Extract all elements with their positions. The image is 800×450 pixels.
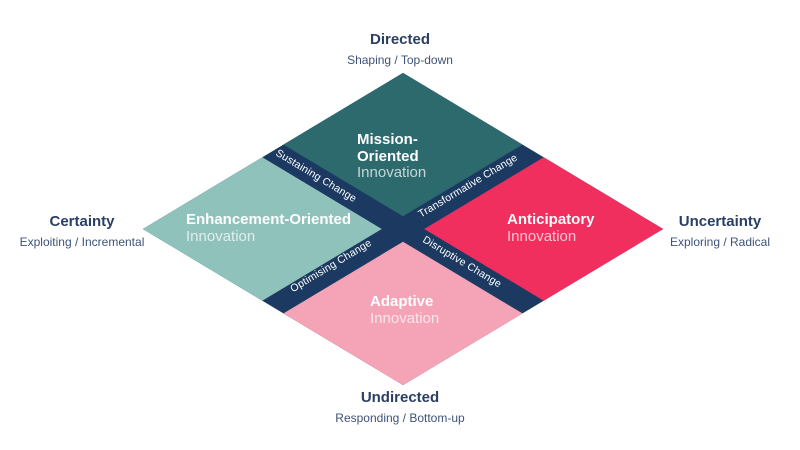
axis-undirected-subtitle: Responding / Bottom-up	[335, 411, 465, 425]
enhancement-label-line1: Enhancement-Oriented	[186, 211, 351, 228]
anticipatory-label-line1: Anticipatory	[507, 211, 595, 228]
anticipatory-label-line2: Innovation	[507, 228, 576, 245]
mission-label-line1: Mission-	[357, 131, 418, 148]
axis-uncertainty: Uncertainty Exploring / Radical	[640, 212, 800, 250]
quadrant-labels: Mission- Oriented Innovation Enhancement…	[186, 131, 595, 327]
axis-uncertainty-subtitle: Exploring / Radical	[669, 235, 771, 249]
quadrant-adaptive	[283, 241, 523, 386]
adaptive-label-line2: Innovation	[370, 310, 439, 327]
axis-certainty: Certainty Exploiting / Incremental	[2, 212, 162, 250]
mission-label-line3: Innovation	[357, 164, 426, 181]
mission-label-line2: Oriented	[357, 148, 419, 165]
adaptive-label-line1: Adaptive	[370, 293, 433, 310]
axis-uncertainty-title: Uncertainty	[678, 213, 762, 230]
enhancement-label-line2: Innovation	[186, 228, 255, 245]
axis-certainty-subtitle: Exploiting / Incremental	[19, 235, 145, 249]
axis-undirected-title: Undirected	[360, 389, 440, 406]
axis-undirected: Undirected Responding / Bottom-up	[300, 388, 500, 426]
axis-directed-title: Directed	[369, 31, 431, 48]
axis-certainty-title: Certainty	[49, 213, 115, 230]
axis-directed: Directed Shaping / Top-down	[300, 30, 500, 68]
axis-directed-subtitle: Shaping / Top-down	[347, 53, 453, 67]
